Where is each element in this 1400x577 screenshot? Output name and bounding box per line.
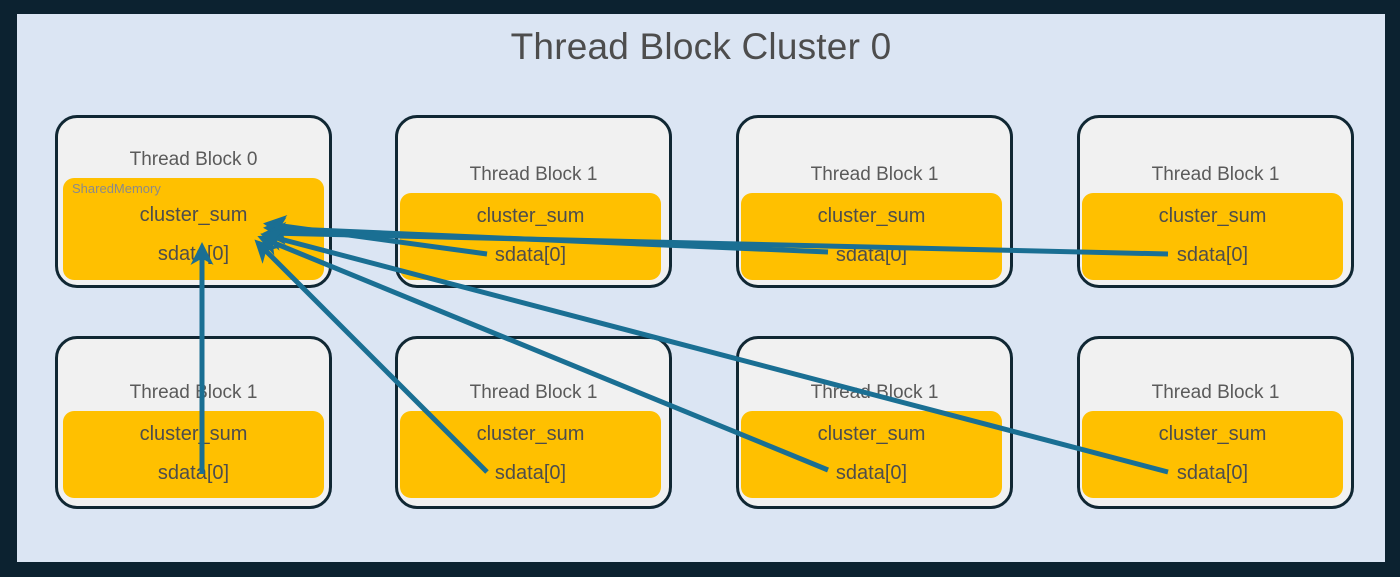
thread-block-title: Thread Block 1 [810,382,939,403]
thread-block-title: Thread Block 1 [1151,382,1280,403]
shared-memory-caption: SharedMemory [72,181,161,196]
page-title: Thread Block Cluster 0 [510,26,892,67]
sdata-label: sdata[0] [494,244,567,266]
sdata-label: sdata[0] [1176,244,1249,266]
thread-block-title: Thread Block 1 [469,382,598,403]
shared-memory-box[interactable]: cluster_sum sdata[0] [1082,411,1343,498]
cluster-sum-label: cluster_sum [817,423,926,445]
cluster-sum-label: cluster_sum [476,423,585,445]
thread-block-title: Thread Block 1 [469,164,598,185]
sdata-label: sdata[0] [157,462,230,484]
shared-memory-box[interactable]: cluster_sum sdata[0] [400,411,661,498]
sdata-label: sdata[0] [494,462,567,484]
shared-memory-box[interactable]: cluster_sum sdata[0] [400,193,661,280]
cluster-sum-label: cluster_sum [476,205,585,227]
shared-memory-box[interactable]: cluster_sum sdata[0] [741,193,1002,280]
cluster-sum-label: cluster_sum [1158,205,1267,227]
cluster-sum-label: cluster_sum [817,205,926,227]
thread-block-title: Thread Block 1 [810,164,939,185]
thread-block[interactable]: Thread Block 1 cluster_sum sdata[0] [55,336,332,509]
thread-block[interactable]: Thread Block 1 cluster_sum sdata[0] [395,336,672,509]
cluster-sum-label: cluster_sum [139,204,248,226]
thread-block[interactable]: Thread Block 1 cluster_sum sdata[0] [1077,336,1354,509]
thread-block-title: Thread Block 1 [1151,164,1280,185]
sdata-label: sdata[0] [835,462,908,484]
shared-memory-box[interactable]: cluster_sum sdata[0] [63,411,324,498]
shared-memory-box[interactable]: cluster_sum sdata[0] [1082,193,1343,280]
cluster-sum-label: cluster_sum [1158,423,1267,445]
thread-block[interactable]: Thread Block 1 cluster_sum sdata[0] [736,115,1013,288]
thread-block-title: Thread Block 1 [129,382,258,403]
shared-memory-box[interactable]: cluster_sum sdata[0] [741,411,1002,498]
thread-block[interactable]: Thread Block 1 cluster_sum sdata[0] [736,336,1013,509]
thread-block[interactable]: Thread Block 1 cluster_sum sdata[0] [1077,115,1354,288]
shared-memory-box[interactable]: SharedMemory cluster_sum sdata[0] [63,178,324,280]
cluster-sum-label: cluster_sum [139,423,248,445]
sdata-label: sdata[0] [1176,462,1249,484]
thread-block-title: Thread Block 0 [129,149,258,170]
thread-block[interactable]: Thread Block 1 cluster_sum sdata[0] [395,115,672,288]
sdata-label: sdata[0] [835,244,908,266]
sdata-label: sdata[0] [157,243,230,265]
